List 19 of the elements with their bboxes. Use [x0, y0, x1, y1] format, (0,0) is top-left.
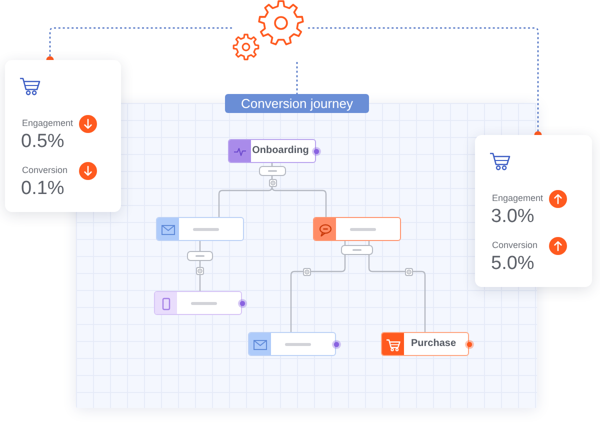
step-label: Onboarding: [252, 145, 309, 157]
connector-line: [368, 241, 426, 332]
stats-card: [475, 135, 592, 287]
metric-label: Engagement: [22, 118, 74, 129]
metric-value: 5.0%: [491, 253, 534, 274]
connector-line: [290, 241, 346, 332]
metric-value: 3.0%: [491, 206, 534, 227]
metric-label: Conversion: [492, 240, 538, 251]
connector-line: [271, 163, 327, 217]
stats-card: [5, 60, 121, 212]
dashed-connector: [296, 62, 298, 94]
panel-title: Conversion journey: [225, 94, 369, 113]
step-card: [313, 217, 401, 241]
step-label: Purchase: [410, 338, 456, 350]
metric-label: Engagement: [492, 193, 544, 204]
metric-value: 0.5%: [21, 131, 64, 152]
metric-value: 0.1%: [21, 178, 64, 199]
step-card: [156, 217, 244, 241]
metric-label: Conversion: [22, 165, 68, 176]
